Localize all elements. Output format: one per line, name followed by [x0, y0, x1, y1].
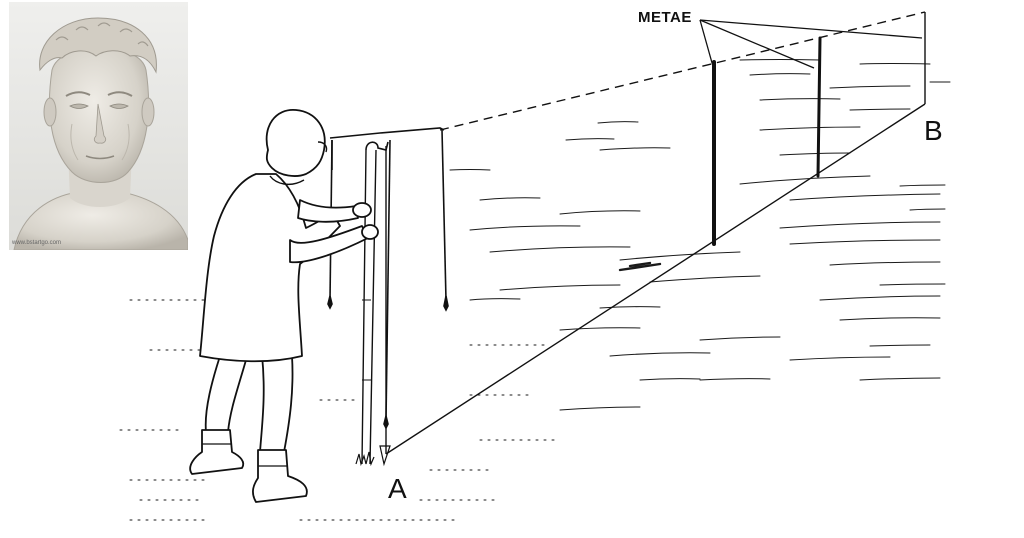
ground-line-a-to-b: [385, 103, 926, 455]
surveyor-figure: [189, 109, 379, 503]
bust-mouth: [85, 155, 115, 160]
plumb-line-middle: [385, 139, 391, 421]
metae-poles: [712, 36, 822, 246]
bust-nose: [93, 103, 107, 144]
metae-leader-lines: [699, 19, 923, 71]
groma-instrument: [327, 127, 449, 467]
bust-portrait: www.bstartgo.com: [9, 2, 188, 250]
plumb-bob-middle: [383, 415, 389, 430]
bust-eyes: [69, 103, 129, 109]
sight-line-dashed: [439, 11, 926, 131]
point-a-label: A: [388, 473, 407, 504]
bust-hair: [39, 17, 157, 74]
surveyor-hand-upper: [352, 202, 372, 218]
bust-ear-right: [141, 97, 155, 127]
plumb-line-right: [441, 129, 447, 301]
groma-staff: [361, 149, 377, 465]
surveyor-boot-front: [252, 449, 308, 503]
surveyor-leg-front: [259, 354, 294, 453]
plumb-bob-left: [327, 295, 333, 310]
point-b-label: B: [924, 115, 943, 146]
surveyor-hand-lower: [361, 224, 379, 240]
surveyor-leg-back: [204, 349, 247, 433]
bust-ear-left: [43, 97, 57, 127]
sight-plane: [385, 11, 926, 455]
plumb-bob-right: [443, 295, 449, 312]
portrait-credit: www.bstartgo.com: [11, 240, 61, 246]
metae-label: METAE: [638, 9, 692, 26]
groma-cross-arm: [329, 127, 445, 139]
meta-pole-far: [816, 36, 822, 178]
surveyor-tunic: [199, 173, 341, 363]
surveyor-boot-back: [189, 429, 245, 475]
surveyor-arm-back: [297, 199, 359, 223]
surveyor-head: [265, 109, 326, 177]
